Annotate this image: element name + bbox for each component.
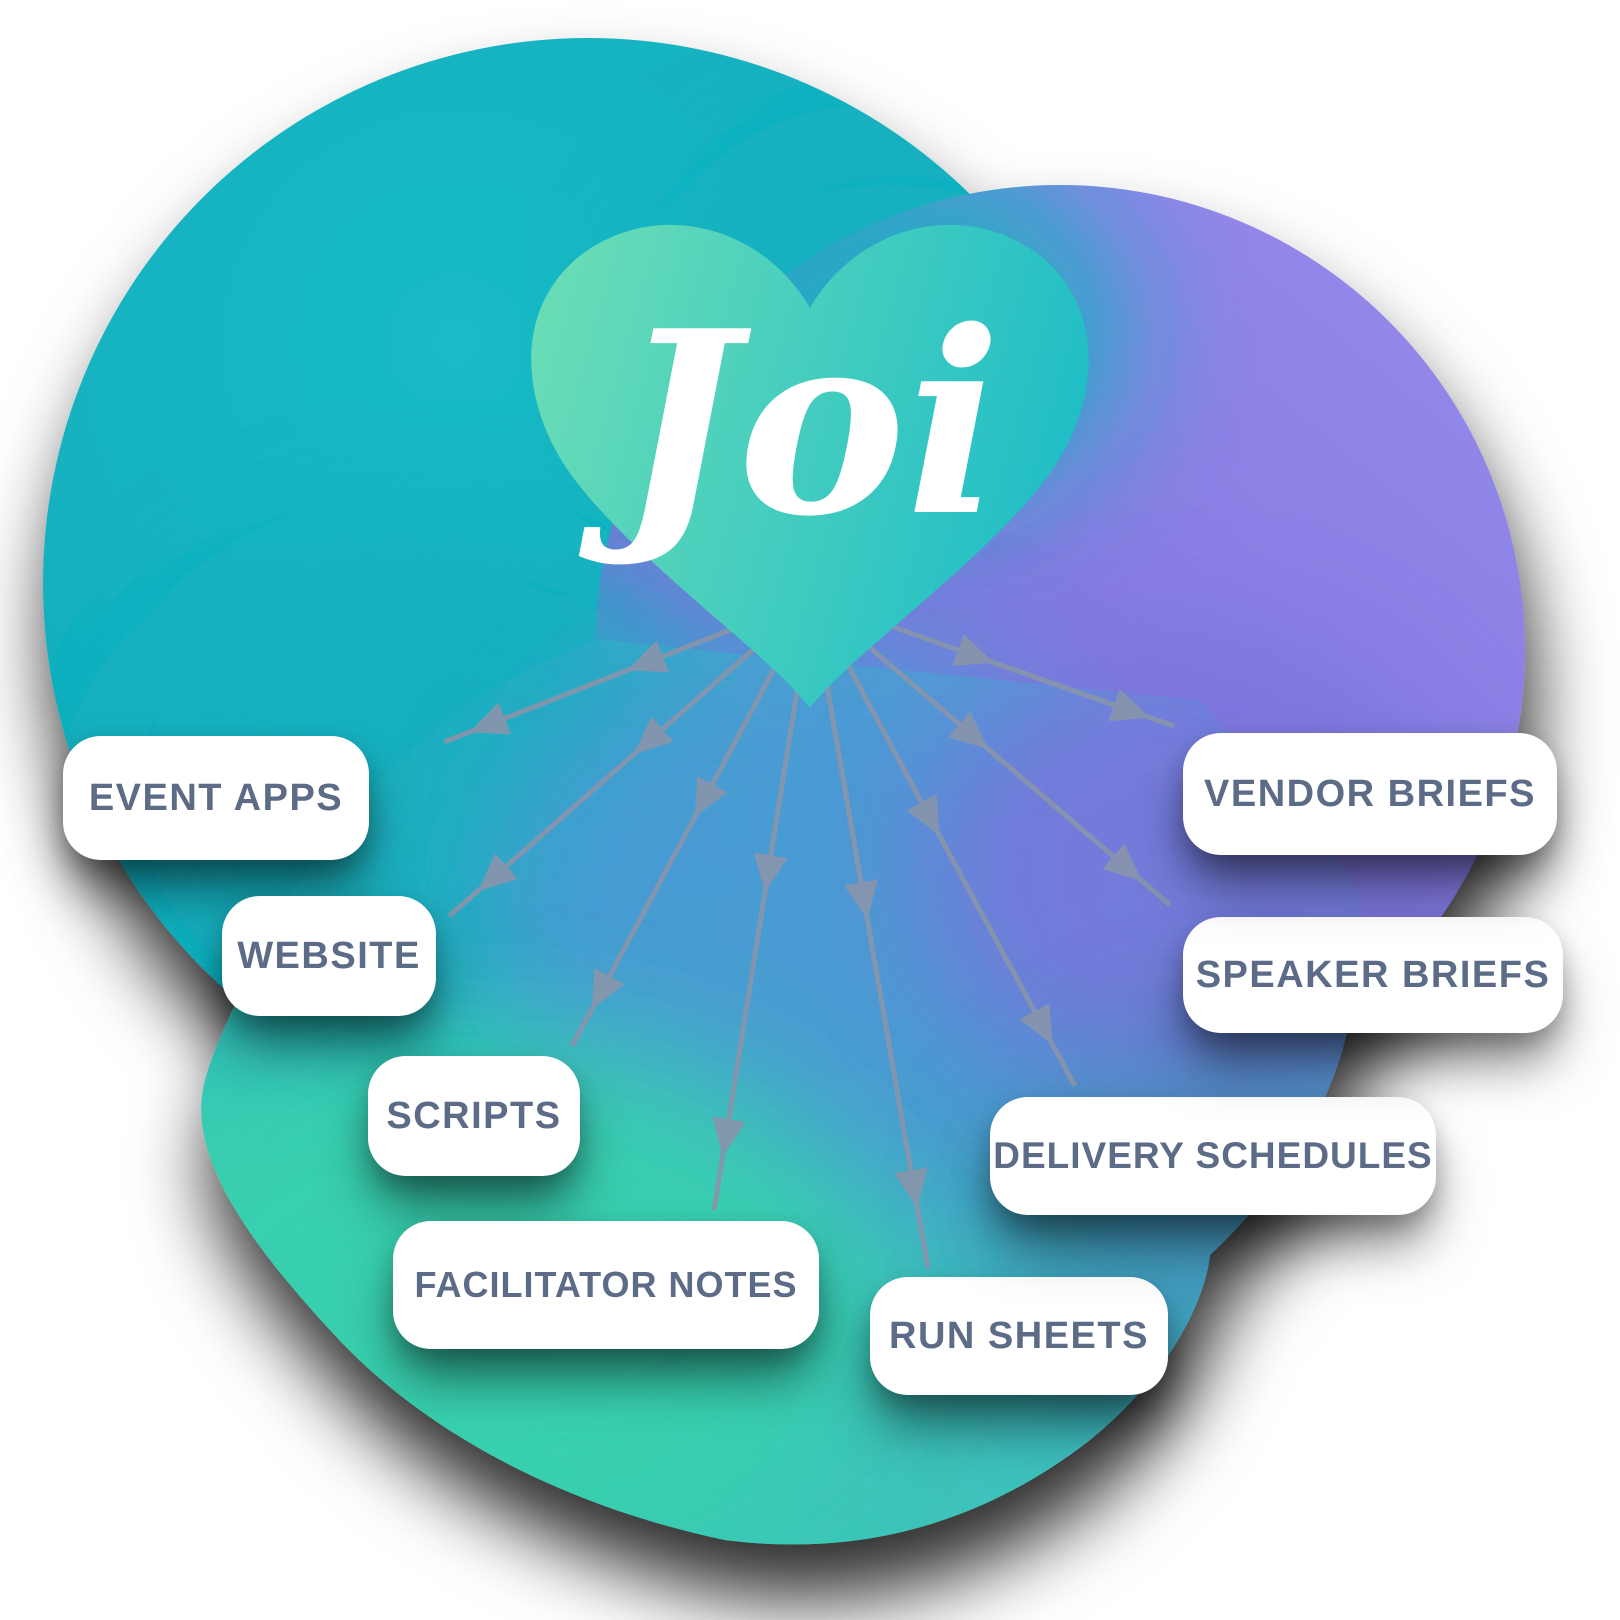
node-label-vendor-briefs: VENDOR BRIEFS — [1204, 772, 1536, 815]
arrow-run-sheets — [809, 597, 931, 1269]
arrow-fan — [443, 595, 1175, 1269]
node-box-vendor-briefs: VENDOR BRIEFS — [1183, 733, 1557, 855]
arrow-scripts — [569, 596, 815, 1048]
node-label-delivery-schedules: DELIVERY SCHEDULES — [993, 1135, 1433, 1176]
node-label-run-sheets: RUN SHEETS — [889, 1314, 1149, 1357]
arrow-website — [447, 596, 814, 918]
node-label-scripts: SCRIPTS — [386, 1094, 562, 1137]
node-box-speaker-briefs: SPEAKER BRIEFS — [1183, 917, 1563, 1033]
heart-logo: Joi — [531, 224, 1089, 708]
node-box-facilitator-notes: FACILITATOR NOTES — [393, 1221, 819, 1349]
heart-shape — [531, 224, 1089, 708]
node-label-facilitator-notes: FACILITATOR NOTES — [414, 1264, 798, 1305]
arrow-delivery-schedules — [809, 596, 1078, 1088]
logo-text: Joi — [578, 276, 1001, 572]
node-box-delivery-schedules: DELIVERY SCHEDULES — [990, 1097, 1436, 1215]
node-box-run-sheets: RUN SHEETS — [870, 1277, 1168, 1395]
node-label-website: WEBSITE — [237, 934, 421, 977]
node-box-scripts: SCRIPTS — [368, 1056, 580, 1176]
node-label-event-apps: EVENT APPS — [88, 776, 344, 819]
node-label-speaker-briefs: SPEAKER BRIEFS — [1195, 953, 1551, 996]
node-box-event-apps: EVENT APPS — [63, 736, 369, 860]
arrow-facilitator-notes — [711, 597, 815, 1211]
arrow-event-apps — [443, 595, 813, 745]
arrow-speaker-briefs — [810, 596, 1172, 907]
node-box-website: WEBSITE — [222, 896, 436, 1016]
